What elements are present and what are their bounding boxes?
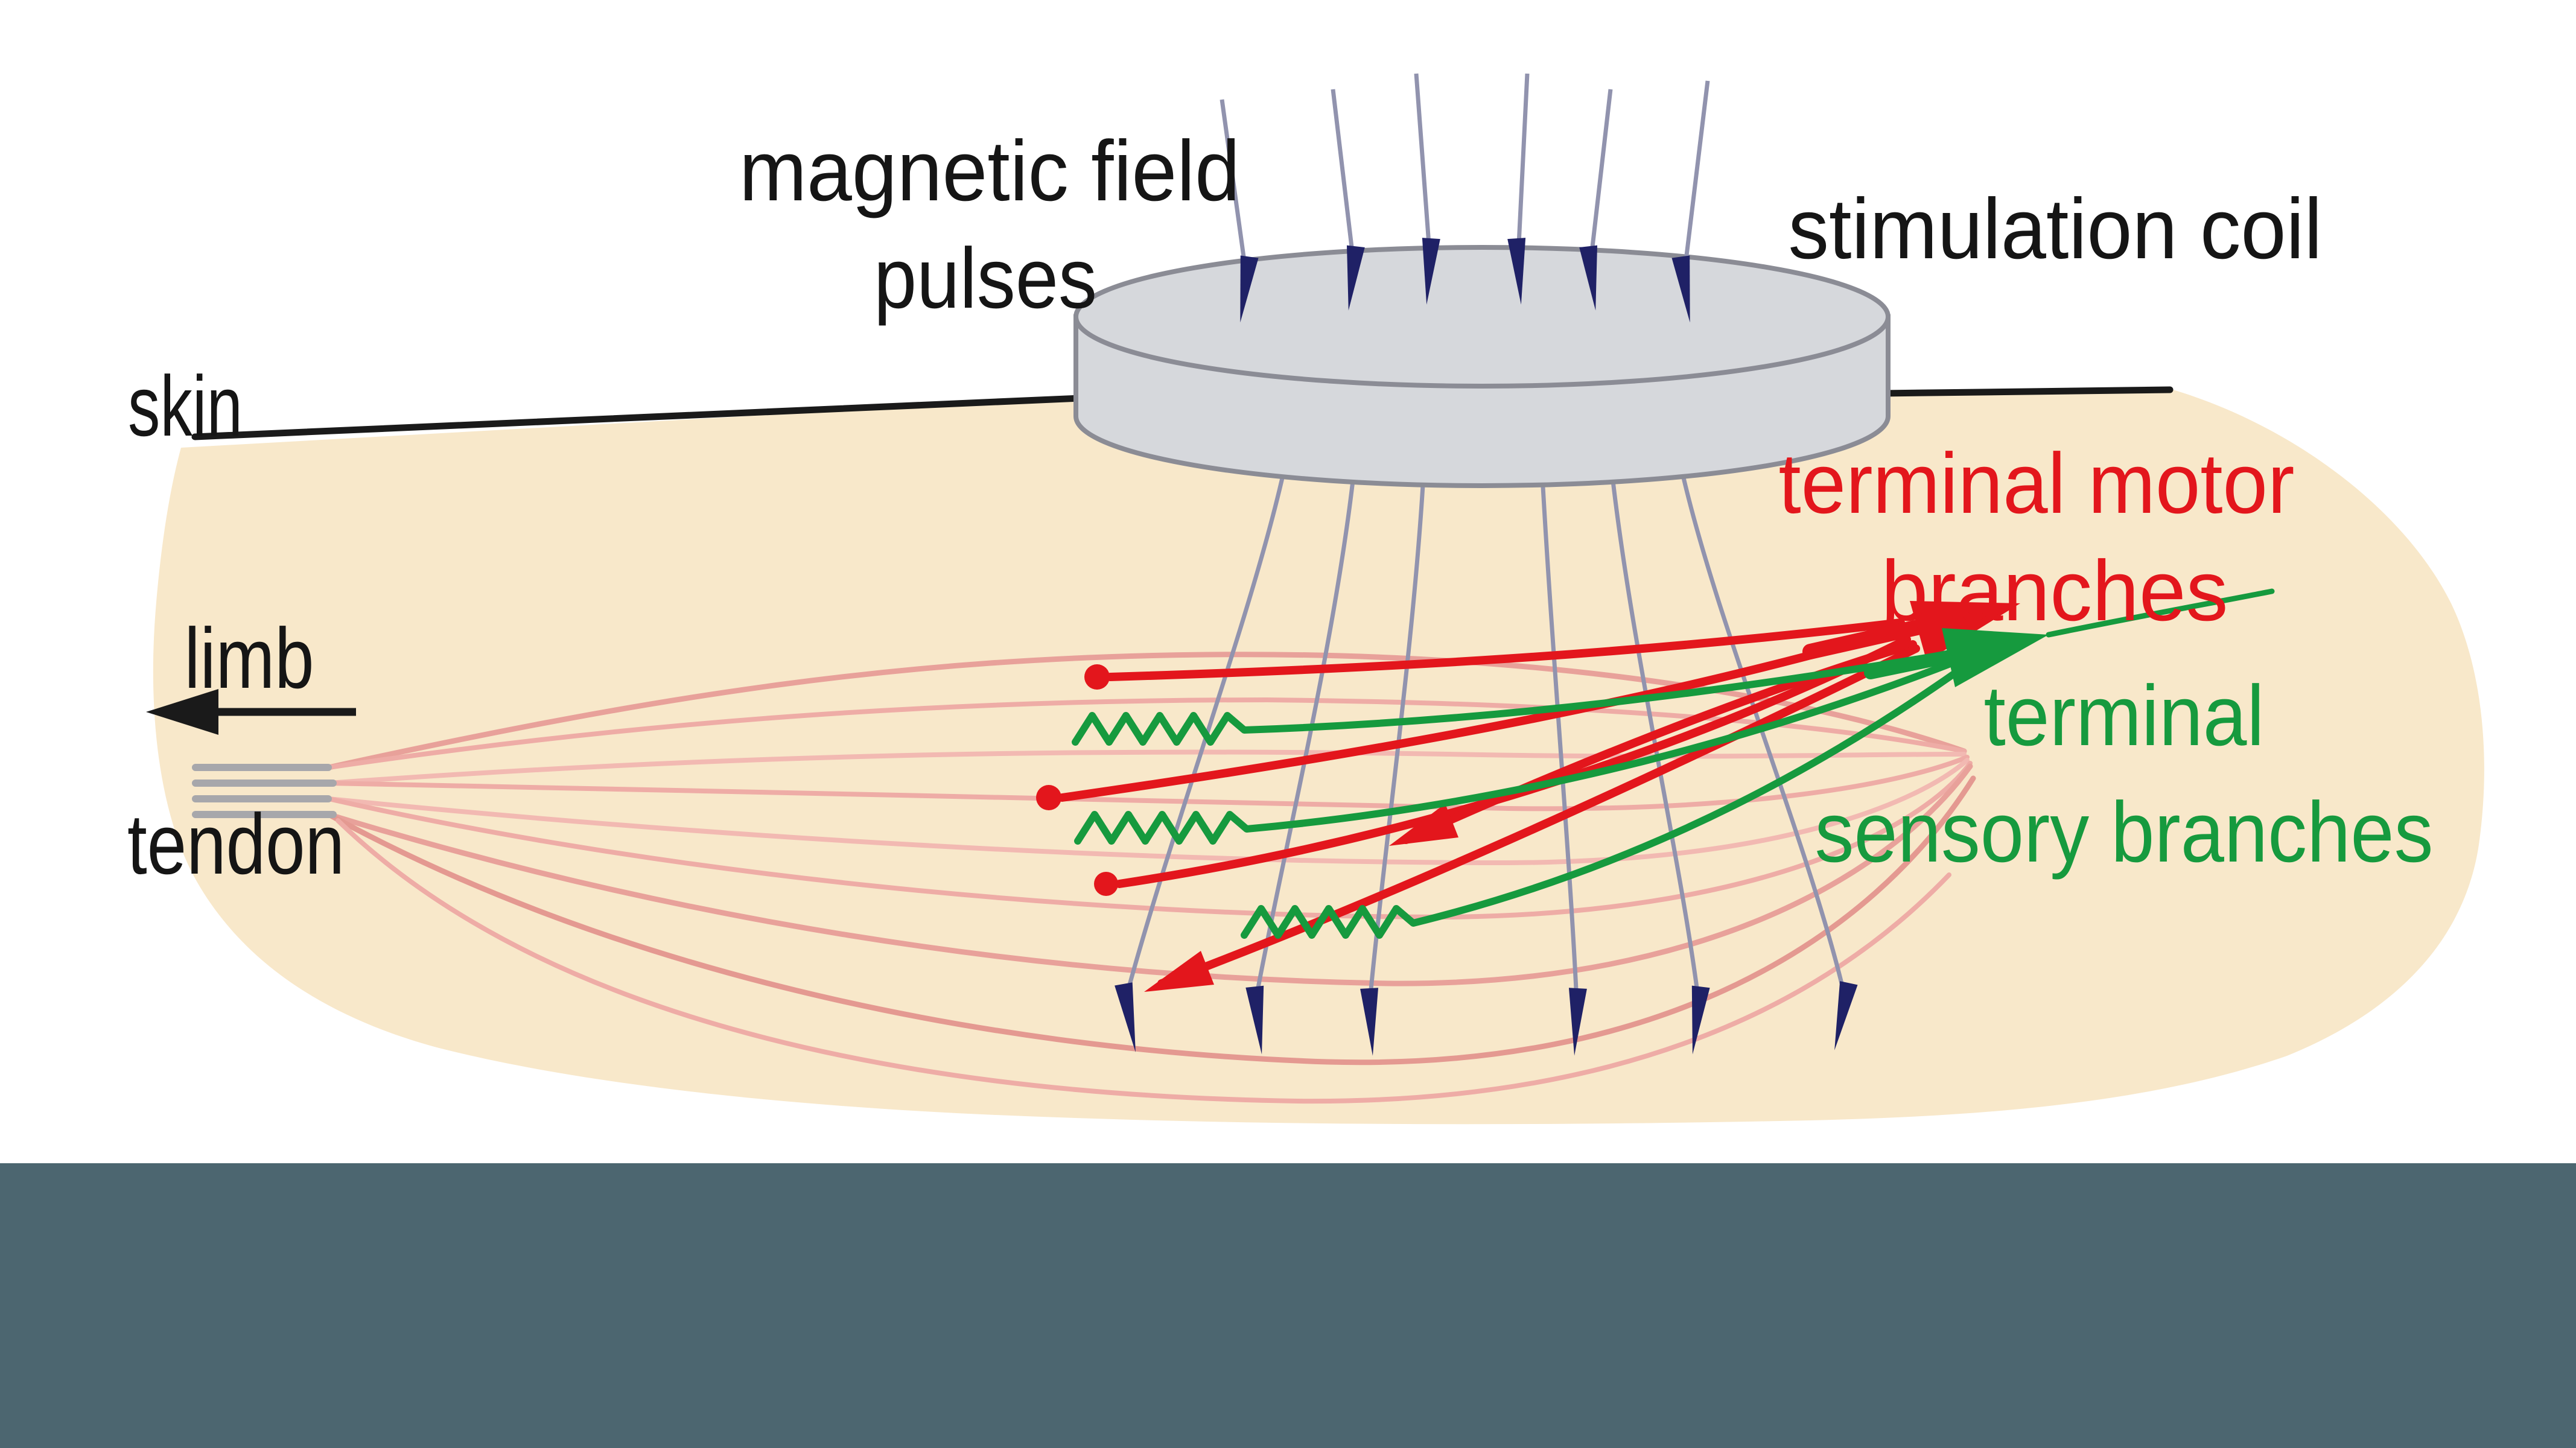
sensory-main-arrowhead [1942,628,2049,687]
sensory-branch [1072,649,1959,746]
muscle-fiber [326,775,1976,1065]
motor-endplate-dot [1084,664,1110,690]
motor-terminal-arrowhead [1389,804,1458,846]
field-arrowhead [1579,245,1598,311]
label-skin: skin [128,358,243,454]
muscle-fiber [326,761,1973,920]
field-line [1589,89,1613,253]
muscle-fibers [326,652,1976,1104]
tendon-stripes [192,764,337,818]
label-limb: limb [185,611,314,707]
field-arrowhead [1240,255,1259,323]
field-arrowhead [1346,245,1365,311]
muscle-fiber [336,818,1951,1104]
motor-branch [1402,640,1917,844]
coil-top-face [1073,245,1891,389]
field-line [1683,80,1710,266]
label-terminal-sensory-line1: terminal [1984,668,2265,764]
muscle-fiber [326,758,1970,866]
stimulation-coil [1073,245,1891,488]
muscle-fiber [326,749,1967,786]
sensory-branch [1241,663,1968,939]
field-arrowhead [1671,255,1690,323]
muscle-fiber [326,763,1973,986]
field-line [1516,73,1530,245]
limb-arrow-head [146,689,218,735]
field-arrowhead [1691,985,1710,1055]
motor-endplate-dot [1036,785,1061,810]
sensory-branch [1074,657,1962,845]
motor-endplate-dot [1094,872,1118,896]
terminal-sensory-nerves [1072,588,2275,939]
tendon-stripe [192,780,337,787]
tendon-stripe [192,764,332,771]
field-line [1414,73,1431,245]
muscle-fiber [326,755,1970,811]
labels: magnetic field pulses stimulation coil s… [127,123,2434,892]
field-arrowhead [1360,988,1379,1056]
sensory-trunk-extension [2046,588,2275,638]
field-line [1220,99,1247,266]
field-arrowhead [1422,238,1440,305]
footer-band [0,1163,2576,1448]
field-arrowhead [1245,985,1264,1055]
motor-branch [1058,626,1905,802]
field-arrowhead [1115,982,1136,1053]
field-lines-above-coil [1220,73,1710,323]
label-terminal-motor-line1: terminal motor [1779,436,2295,532]
motor-branch [1106,618,1905,681]
motor-terminal-arrowhead [1144,951,1214,992]
label-stimulation-coil: stimulation coil [1789,181,2323,277]
label-terminal-motor-line2: branches [1881,543,2228,639]
limb-arrow [146,689,356,735]
field-arrowhead [1568,988,1587,1056]
field-line [1539,464,1579,990]
field-line [1127,464,1288,985]
field-line [1369,464,1426,990]
tendon-stripe [192,795,332,802]
label-magnetic-field-line1: magnetic field [739,123,1240,219]
tendon-stripe [192,811,337,818]
field-line [1331,89,1355,253]
label-magnetic-field-line2: pulses [874,230,1097,326]
label-tendon: tendon [127,796,345,892]
field-arrowhead [1507,238,1526,305]
field-arrowhead [1834,981,1858,1050]
label-terminal-sensory-line2: sensory branches [1815,784,2434,880]
